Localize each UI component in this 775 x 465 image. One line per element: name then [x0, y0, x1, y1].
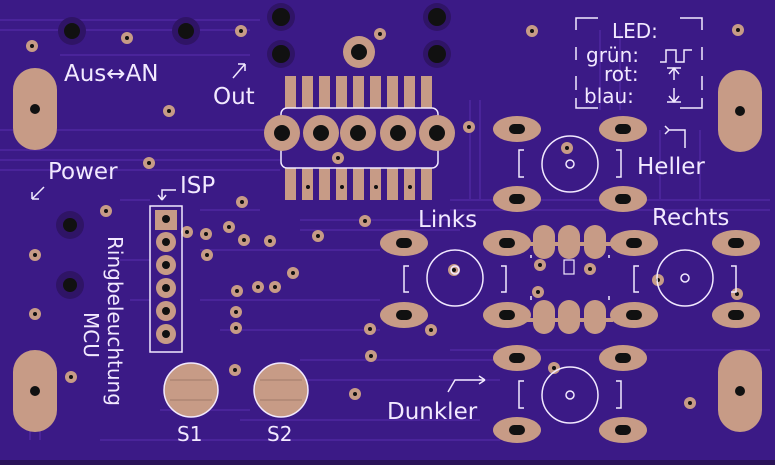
isp-header	[149, 205, 183, 353]
label-power: Power	[48, 159, 118, 185]
label-s2: S2	[267, 422, 292, 446]
resistor-pads	[527, 225, 613, 334]
label-links: Links	[418, 207, 477, 233]
label-isp: ISP	[180, 173, 215, 199]
label-gruen: grün:	[586, 43, 639, 67]
label-rechts: Rechts	[652, 205, 729, 231]
label-ringbeleuchtung: Ringbeleuchtung	[103, 236, 127, 406]
mounting-slot-holes	[30, 104, 745, 396]
label-led-title: LED:	[612, 19, 658, 43]
power-connector	[56, 211, 84, 299]
dunkler-switch	[493, 345, 647, 443]
sensor-pads	[163, 362, 309, 418]
links-switch	[380, 230, 531, 328]
rechts-switch	[610, 230, 760, 328]
label-out: Out	[213, 84, 255, 110]
label-dunkler: Dunkler	[387, 399, 478, 425]
label-rot: rot:	[604, 62, 639, 86]
silkscreen-arrows	[31, 63, 686, 393]
label-blau: blau:	[584, 84, 634, 108]
power-switch-holes	[58, 17, 200, 45]
label-aus-an: Aus↔AN	[64, 61, 159, 87]
top-connector	[264, 3, 455, 200]
heller-switch	[493, 116, 647, 212]
led-legend-frame	[575, 17, 703, 109]
label-s1: S1	[177, 422, 202, 446]
label-mcu: MCU	[79, 312, 103, 358]
label-heller: Heller	[637, 154, 705, 180]
